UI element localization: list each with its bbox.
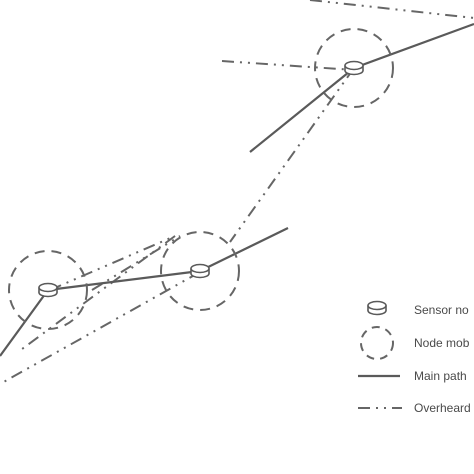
mobility-range-icon [314, 28, 394, 108]
sensor-node-icon [344, 60, 364, 76]
mobility-ranges [8, 28, 394, 330]
legend-label-main-path: Main path [414, 369, 467, 383]
main-path-segment [0, 289, 49, 357]
legend-mobility-range-icon [360, 326, 394, 360]
sensor-node-icon [190, 263, 210, 279]
legend: Sensor no Node mob Main path Overheard [358, 300, 471, 415]
overheard-link [221, 60, 355, 71]
main-path-segment [353, 22, 474, 70]
legend-label-overheard: Overheard [414, 401, 471, 415]
overheard-link [49, 235, 176, 291]
sensor-node-icon [38, 282, 58, 298]
overheard-link [0, 271, 201, 385]
main-path-segment [199, 227, 289, 272]
overheard-link [17, 235, 176, 353]
overheard-link [91, 235, 181, 291]
mobility-range-icon [160, 231, 240, 311]
legend-label-node-mobility: Node mob [414, 336, 470, 350]
legend-label-sensor-node: Sensor no [414, 303, 469, 317]
main-path-segment [47, 269, 201, 292]
main-path [0, 22, 474, 357]
overheard-links [0, 0, 474, 385]
overheard-link [309, 0, 474, 19]
legend-sensor-node-icon [367, 300, 387, 316]
main-path-segment [249, 67, 355, 153]
mobility-range-icon [8, 250, 88, 330]
overheard-link [229, 67, 355, 243]
